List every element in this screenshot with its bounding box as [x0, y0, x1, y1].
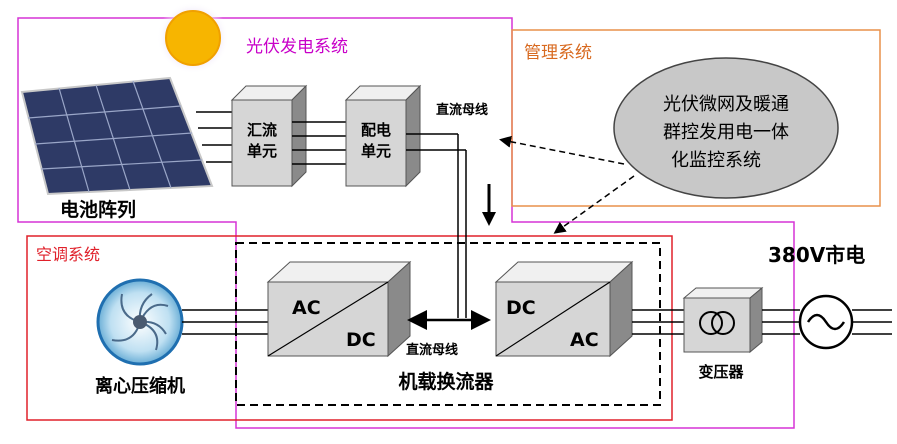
grid-label: 380V市电 — [768, 243, 865, 267]
right-converter-box — [494, 260, 634, 358]
pv-system-title: 光伏发电系统 — [246, 37, 348, 57]
battery-array-label: 电池阵列 — [60, 198, 136, 221]
monitor-text-2: 群控发用电一体 — [663, 122, 789, 143]
monitor-to-dcbus-arrow — [499, 135, 625, 165]
combiner-label-1: 汇流 — [247, 121, 277, 139]
management-system-title: 管理系统 — [524, 43, 592, 63]
monitor-text-3: 化监控系统 — [671, 150, 761, 171]
left-converter-ac: AC — [292, 297, 321, 319]
transformer-grid-wires — [762, 309, 892, 335]
ac-source-icon — [798, 294, 854, 350]
left-converter-box — [266, 260, 412, 358]
management-system-border — [511, 29, 881, 207]
distribution-label-2: 单元 — [361, 142, 391, 160]
ac-system-border — [26, 235, 673, 421]
compressor-wires — [182, 309, 268, 335]
ac-system-title: 空调系统 — [36, 245, 100, 264]
transformer-icon — [699, 311, 735, 335]
left-converter-dc: DC — [346, 329, 376, 351]
dc-bus-bottom-label: 直流母线 — [406, 342, 458, 358]
transformer-box — [682, 286, 764, 354]
converter-dashed-box — [235, 242, 661, 406]
onboard-converter-label: 机载换流器 — [398, 370, 494, 393]
combiner-label-2: 单元 — [247, 142, 277, 160]
combiner-unit-box — [230, 84, 308, 188]
converter-transformer-wires — [632, 309, 684, 335]
dc-bus-lines — [406, 133, 467, 318]
monitoring-system-ellipse — [613, 57, 839, 199]
transformer-label: 变压器 — [698, 363, 744, 381]
right-converter-dc: DC — [506, 297, 536, 319]
sun-icon — [157, 2, 229, 74]
compressor-icon — [96, 278, 184, 366]
distribution-unit-box — [344, 84, 422, 188]
down-arrow-icon — [482, 184, 496, 226]
panel-wires — [196, 111, 232, 163]
combiner-wires — [292, 121, 346, 165]
compressor-label: 离心压缩机 — [95, 375, 185, 397]
dc-bus-top-label: 直流母线 — [436, 102, 488, 118]
distribution-label-1: 配电 — [361, 121, 391, 139]
right-converter-ac: AC — [570, 329, 599, 351]
monitor-to-converter-arrow — [553, 175, 635, 234]
monitor-text-1: 光伏微网及暖通 — [663, 94, 789, 115]
solar-panel-icon — [20, 76, 214, 196]
